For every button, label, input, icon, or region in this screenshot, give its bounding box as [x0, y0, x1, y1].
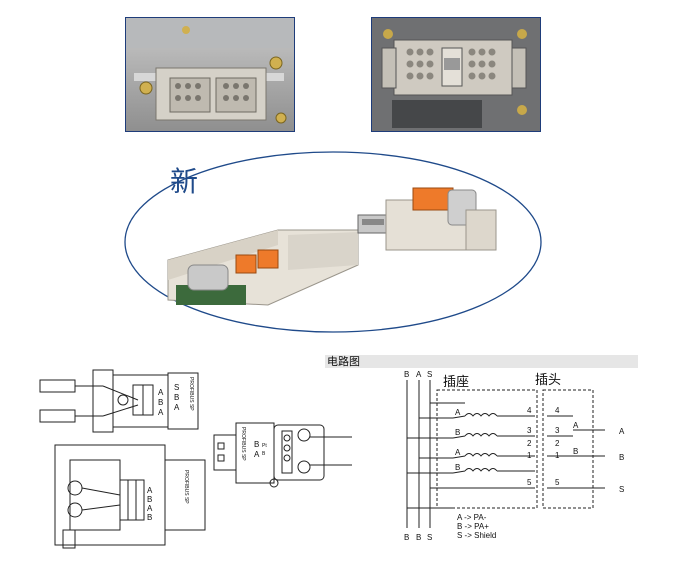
- socket-pin-2: 2: [527, 439, 532, 448]
- circuit-title: 电路图: [327, 355, 360, 368]
- side-text-1: S: [174, 383, 179, 392]
- photo-connector-panel-1: [125, 17, 295, 132]
- top-wire-label-2: A: [416, 370, 422, 379]
- plug-pin-2: 2: [555, 439, 560, 448]
- top-wire-label-3: S: [427, 370, 432, 379]
- front-letter-4: B: [147, 513, 152, 522]
- socket-pin-4: 4: [527, 406, 532, 415]
- top-wire-label-1: B: [404, 370, 409, 379]
- front-letter-1: A: [147, 486, 153, 495]
- plug-pin-4: 4: [555, 406, 560, 415]
- plug-mid-letter-2: B: [573, 447, 578, 456]
- legend-s: S -> Shield: [457, 531, 496, 540]
- socket-pin-1: 1: [527, 451, 532, 460]
- legend-b: B -> PA+: [457, 522, 489, 531]
- plug-mid-letter-1: A: [573, 421, 579, 430]
- output-label-b: B: [619, 453, 624, 462]
- socket-letter-2: B: [455, 428, 460, 437]
- drawing-front-view: A B A B PROFIBUS SP: [54, 444, 206, 549]
- circuit-title-bar: 电路图: [325, 355, 638, 368]
- bottom-wire-label-3: S: [427, 533, 432, 542]
- terminal-letter-1: A: [158, 388, 164, 397]
- new-product-ellipse: [124, 151, 542, 333]
- output-label-s: S: [619, 485, 624, 494]
- usb-letter-1: B: [254, 440, 259, 449]
- vertical-label-front: PROFIBUS SP: [183, 470, 189, 504]
- bottom-wire-label-2: B: [416, 533, 421, 542]
- circuit-diagram: B A S 插座 插头 A B A B 4 3 2 1 5 4 3 2 1 5 …: [404, 370, 625, 542]
- photo-connector-panel-2: [371, 17, 541, 132]
- socket-pin-5: 5: [527, 478, 532, 487]
- front-letter-3: A: [147, 504, 153, 513]
- front-letter-2: B: [147, 495, 152, 504]
- terminal-letter-3: A: [158, 408, 164, 417]
- socket-letter-1: A: [455, 408, 461, 417]
- socket-label: 插座: [443, 374, 469, 389]
- usb-letter-2: A: [254, 450, 260, 459]
- vertical-label-top: PROFIBUS SP: [188, 377, 194, 411]
- drawing-top-view: A B A S B A PROFIBUS SP: [39, 369, 199, 433]
- vertical-label-usb: PROFIBUS SP: [240, 427, 246, 461]
- plug-pin-3: 3: [555, 426, 560, 435]
- output-label-a: A: [619, 427, 625, 436]
- usb-small-2: B: [262, 451, 266, 457]
- bottom-wire-label-1: B: [404, 533, 409, 542]
- socket-letter-4: B: [455, 463, 460, 472]
- usb-small-1: Pt: [262, 443, 267, 449]
- side-text-2: B: [174, 393, 179, 402]
- side-text-3: A: [174, 403, 180, 412]
- new-badge: 新: [170, 165, 199, 198]
- plug-pin-5: 5: [555, 478, 560, 487]
- socket-letter-3: A: [455, 448, 461, 457]
- drawing-usb-connector: B A Pt B PROFIBUS SP: [213, 422, 352, 488]
- socket-pin-3: 3: [527, 426, 532, 435]
- plug-pin-1: 1: [555, 451, 560, 460]
- plug-label: 插头: [535, 372, 561, 387]
- legend-a: A -> PA-: [457, 513, 487, 522]
- terminal-letter-2: B: [158, 398, 163, 407]
